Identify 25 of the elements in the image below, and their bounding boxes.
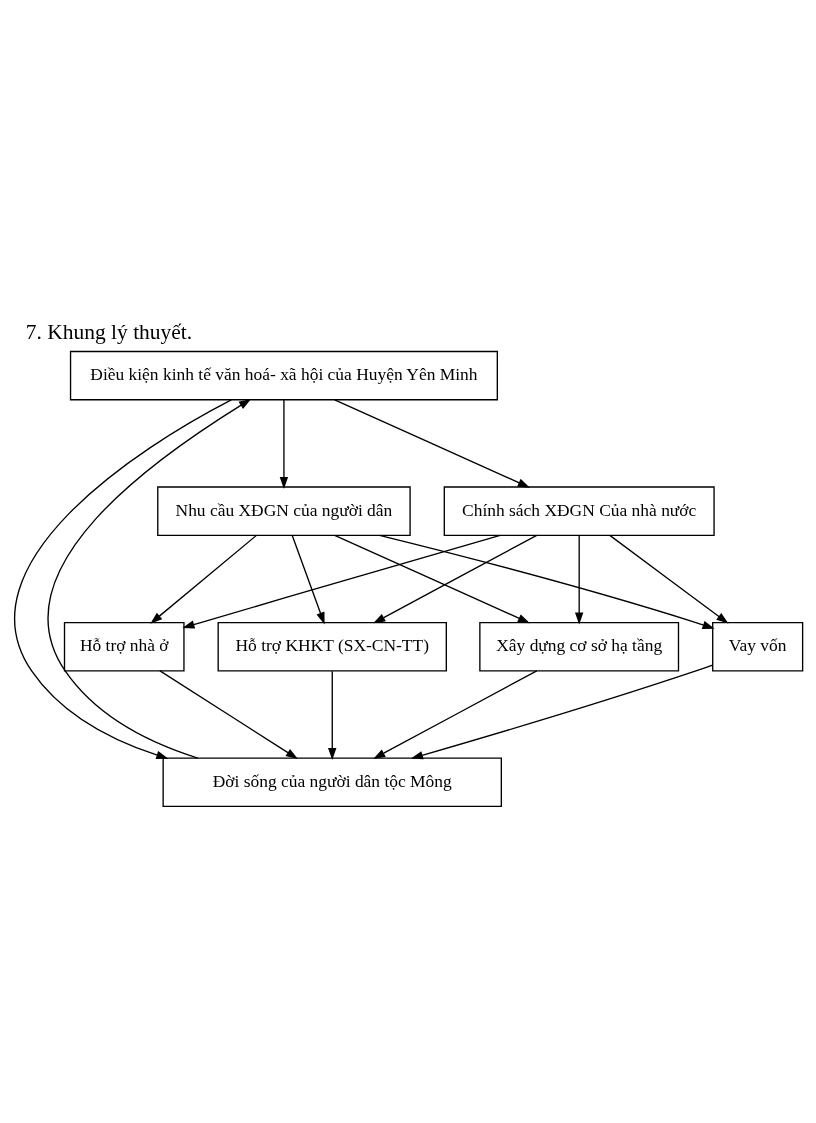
arrow: [608, 534, 728, 624]
node-box: Đời sống của người dân tộc Mông: [162, 757, 502, 808]
arrow: [372, 534, 537, 624]
arrow: [574, 535, 583, 625]
arrow: [279, 399, 288, 489]
node-box: Chính sách XĐGN Của nhà nước: [443, 486, 715, 536]
node-box: Xây dựng cơ sở hạ tầng: [478, 621, 679, 672]
node-box: Hỗ trợ KHKT (SX-CN-TT): [217, 621, 447, 672]
arrow: [410, 664, 713, 760]
arrow: [13, 399, 232, 760]
arrow: [291, 535, 325, 625]
arrow: [327, 670, 336, 761]
arrow: [378, 534, 715, 629]
arrow: [181, 534, 501, 629]
arrow: [46, 398, 251, 759]
diagram-title: 7. Khung lý thuyết.: [25, 320, 192, 345]
arrow: [333, 399, 530, 488]
arrow: [333, 534, 530, 624]
node-box: Vay vốn: [711, 621, 803, 672]
arrow: [158, 670, 298, 760]
node-box: Điều kiện kinh tế văn hoá- xã hội của Huyện Yên Minh: [69, 350, 498, 401]
node-box: Hỗ trợ nhà ở: [63, 621, 185, 672]
arrow: [372, 670, 537, 759]
node-box: Nhu cầu XĐGN của người dân: [156, 486, 411, 536]
arrow: [149, 534, 257, 624]
